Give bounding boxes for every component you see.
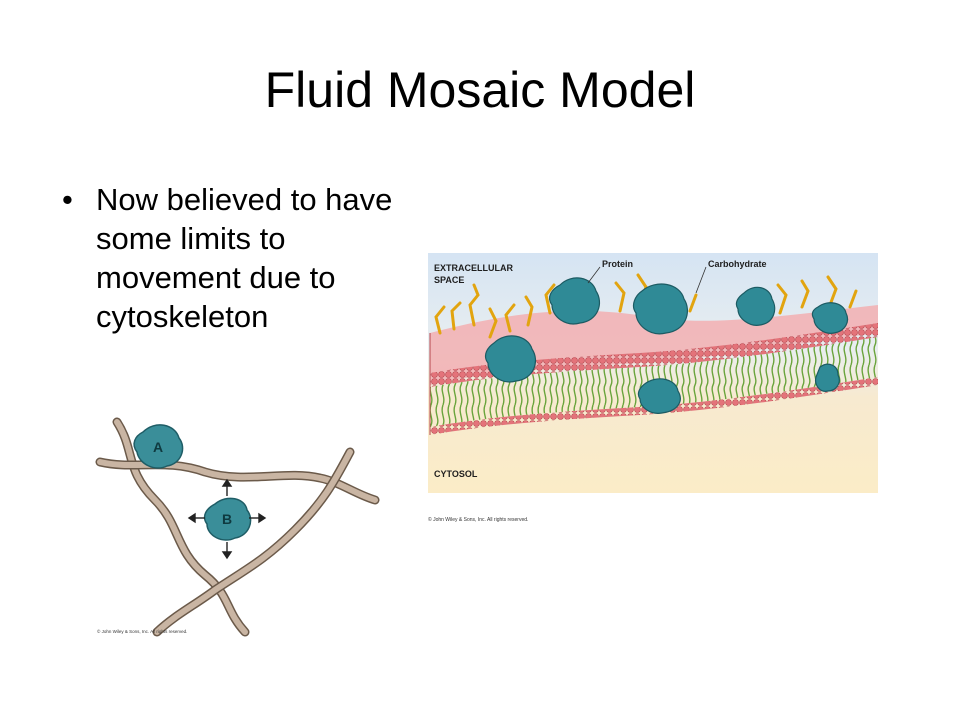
cytosol-label: CYTOSOL	[434, 469, 478, 479]
integral-protein	[815, 363, 840, 392]
fluid-mosaic-membrane-diagram: EXTRACELLULAR SPACE Protein Carbohydrate…	[428, 253, 878, 523]
bullet-list: • Now believed to have some limits to mo…	[60, 180, 420, 336]
integral-protein	[632, 283, 688, 335]
protein-a-shape	[133, 424, 184, 469]
carbohydrate-label: Carbohydrate	[708, 259, 767, 269]
peripheral-protein	[637, 378, 681, 414]
protein-b-label: B	[222, 511, 232, 527]
protein-a-label: A	[153, 439, 163, 455]
copyright-text: © John Wiley & Sons, Inc. All rights res…	[97, 628, 187, 634]
bullet-icon: •	[62, 182, 73, 217]
protein-b-shape	[203, 497, 252, 541]
slide-title: Fluid Mosaic Model	[264, 62, 696, 118]
bilayer-outer-heads	[430, 323, 878, 387]
integral-protein	[811, 302, 849, 334]
bilayer-inner-heads	[430, 377, 878, 435]
bullet-item: • Now believed to have some limits to mo…	[60, 180, 420, 336]
extracellular-label-line2: SPACE	[434, 275, 464, 285]
cytoskeleton-diagram: A B © John Wiley & Sons, Inc. All rights…	[95, 417, 380, 637]
peripheral-protein	[735, 286, 776, 326]
movement-arrows	[187, 478, 267, 560]
label-leaders	[587, 266, 707, 294]
carbohydrate-chains	[434, 273, 858, 339]
extracellular-label: EXTRACELLULAR	[434, 263, 513, 273]
protein-label: Protein	[602, 259, 633, 269]
copyright-text: © John Wiley & Sons, Inc. All rights res…	[428, 516, 528, 523]
integral-protein	[484, 335, 537, 383]
bullet-text: Now believed to have some limits to move…	[96, 182, 393, 334]
